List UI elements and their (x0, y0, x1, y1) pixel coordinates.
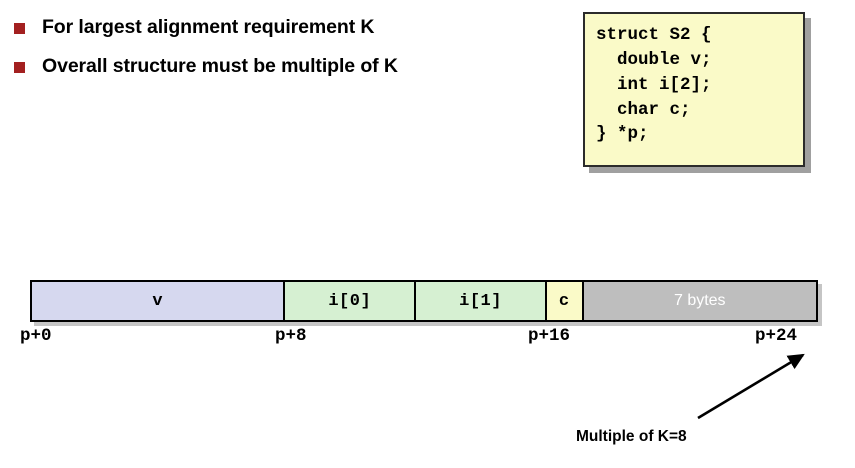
memory-segment-label: 7 bytes (673, 292, 726, 309)
memory-segment-v: v (32, 282, 286, 320)
memory-segment-i0: i[0] (285, 282, 417, 320)
code-snippet-box: struct S2 { double v; int i[2]; char c; … (583, 12, 805, 167)
bullet-item-label: For largest alignment requirement K (42, 16, 375, 38)
square-bullet-icon (14, 23, 25, 34)
memory-segment-i1: i[1] (416, 282, 547, 320)
offset-label-p16: p+16 (528, 326, 571, 346)
memory-layout-bar: v i[0] i[1] c 7 bytes (30, 280, 818, 322)
memory-segment-padding: 7 bytes (583, 282, 817, 320)
bullet-item: Overall structure must be multiple of K (14, 53, 554, 79)
square-bullet-icon (14, 62, 25, 74)
memory-segment-label: c (558, 291, 570, 311)
callout-label: Multiple of K=8 (576, 428, 687, 445)
offset-label-p0: p+0 (20, 326, 52, 346)
offset-label-p24: p+24 (755, 326, 798, 346)
bullet-list: For largest alignment requirement K Over… (14, 14, 554, 93)
memory-layout-diagram: v i[0] i[1] c 7 bytes (30, 280, 818, 322)
code-snippet-text: struct S2 { double v; int i[2]; char c; … (596, 25, 712, 145)
bullet-item-label: Overall structure must be multiple of K (42, 55, 398, 78)
memory-segment-label: i[1] (459, 291, 502, 311)
offset-label-p8: p+8 (275, 326, 307, 346)
memory-segment-label: v (152, 291, 164, 311)
memory-segment-label: i[0] (328, 291, 372, 311)
bullet-item: For largest alignment requirement K (14, 14, 554, 40)
memory-offset-labels: p+0 p+8 p+16 p+24 (0, 326, 855, 352)
arrow-up-right-icon (697, 353, 805, 420)
memory-segment-c: c (546, 282, 584, 320)
